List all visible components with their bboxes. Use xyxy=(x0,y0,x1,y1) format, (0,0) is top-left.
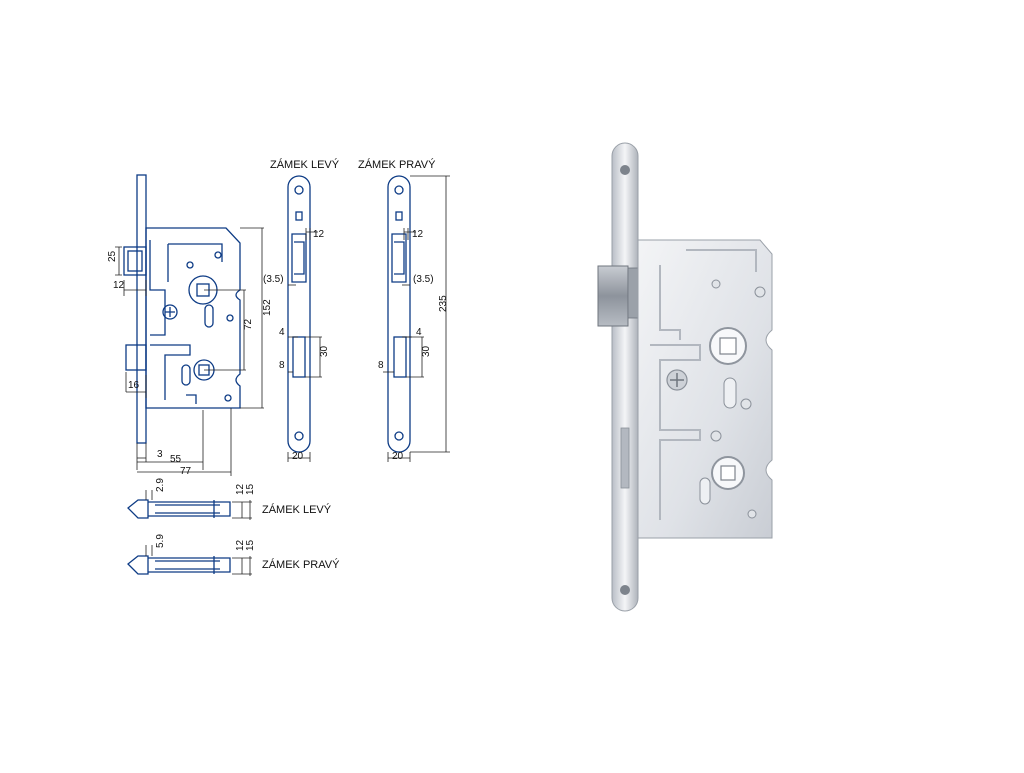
dim-latch-width-right: 12 xyxy=(412,229,424,240)
bolt-detail-right: 5.9 12 15 ZÁMEK PRAVÝ xyxy=(127,534,340,576)
lock-product-photo xyxy=(597,142,773,612)
front-view-left-caption: ZÁMEK LEVÝ xyxy=(270,158,340,171)
forend-left xyxy=(287,175,311,453)
photo-forend-plate xyxy=(611,142,639,612)
dim-latch-height: 25 xyxy=(107,250,118,262)
side-view-drawing: 25 12 16 3 55 77 72 152 xyxy=(107,174,273,477)
photo-screw-hole-bottom xyxy=(620,585,630,595)
latch-opening-left xyxy=(291,233,307,283)
dim-bolt-h12-right: 12 xyxy=(235,539,246,551)
lock-body-outline xyxy=(145,227,241,409)
dim-latch-offset-right: (3.5) xyxy=(413,274,434,285)
dim-deadbolt-width-right: 8 xyxy=(378,360,384,371)
front-view-right: ZÁMEK PRAVÝ 12 (3.5) 4 8 30 235 20 xyxy=(358,158,450,462)
side-view-dimensions: 25 12 16 3 55 77 72 152 xyxy=(107,227,273,477)
dim-bolt-tip-left: 2.9 xyxy=(155,478,166,492)
dim-deadbolt-height-right: 30 xyxy=(421,345,432,357)
dim-latch-width-left: 12 xyxy=(313,229,325,240)
front-view-left: ZÁMEK LEVÝ 12 (3.5) 4 8 30 20 xyxy=(263,158,340,462)
bolt-detail-left: 2.9 12 15 ZÁMEK LEVÝ xyxy=(127,478,332,520)
front-view-right-caption: ZÁMEK PRAVÝ xyxy=(358,158,436,171)
dim-deadbolt-width-left: 8 xyxy=(279,360,285,371)
latch-opening-right xyxy=(391,233,407,283)
dim-deadbolt-projection: 16 xyxy=(128,380,140,391)
dim-bolt-tip-right: 5.9 xyxy=(155,534,166,548)
dim-forend-width-right: 20 xyxy=(392,451,404,462)
dim-deadbolt-offset-left: 4 xyxy=(279,327,285,338)
bolt-left-caption: ZÁMEK LEVÝ xyxy=(262,503,332,516)
deadbolt-drawing xyxy=(125,344,147,371)
deadbolt-opening-right xyxy=(393,336,407,378)
photo-screw-hole-top xyxy=(620,165,630,175)
forend-right xyxy=(387,175,411,453)
dim-deadbolt-height-left: 30 xyxy=(319,345,330,357)
dim-bolt-h15-right: 15 xyxy=(245,539,256,551)
latch-bolt-drawing xyxy=(123,246,147,276)
dim-backset: 55 xyxy=(170,454,182,465)
dim-latch-offset-left: (3.5) xyxy=(263,274,284,285)
dim-bolt-h12-left: 12 xyxy=(235,483,246,495)
dim-body-width: 77 xyxy=(180,466,192,477)
photo-latch-bolt xyxy=(597,265,629,327)
bolt-right-caption: ZÁMEK PRAVÝ xyxy=(262,558,340,571)
dim-deadbolt-offset-right: 4 xyxy=(416,327,422,338)
deadbolt-opening-left xyxy=(292,336,306,378)
dim-bolt-h15-left: 15 xyxy=(245,483,256,495)
dim-body-height: 152 xyxy=(262,299,273,316)
dim-forend-offset: 3 xyxy=(157,449,163,460)
forend-plate xyxy=(136,174,147,444)
dim-hub-spacing: 72 xyxy=(243,318,254,330)
screw-drawing xyxy=(162,304,178,320)
dim-forend-length: 235 xyxy=(438,295,449,312)
dim-forend-width-left: 20 xyxy=(292,451,304,462)
dim-latch-projection: 12 xyxy=(113,280,125,291)
